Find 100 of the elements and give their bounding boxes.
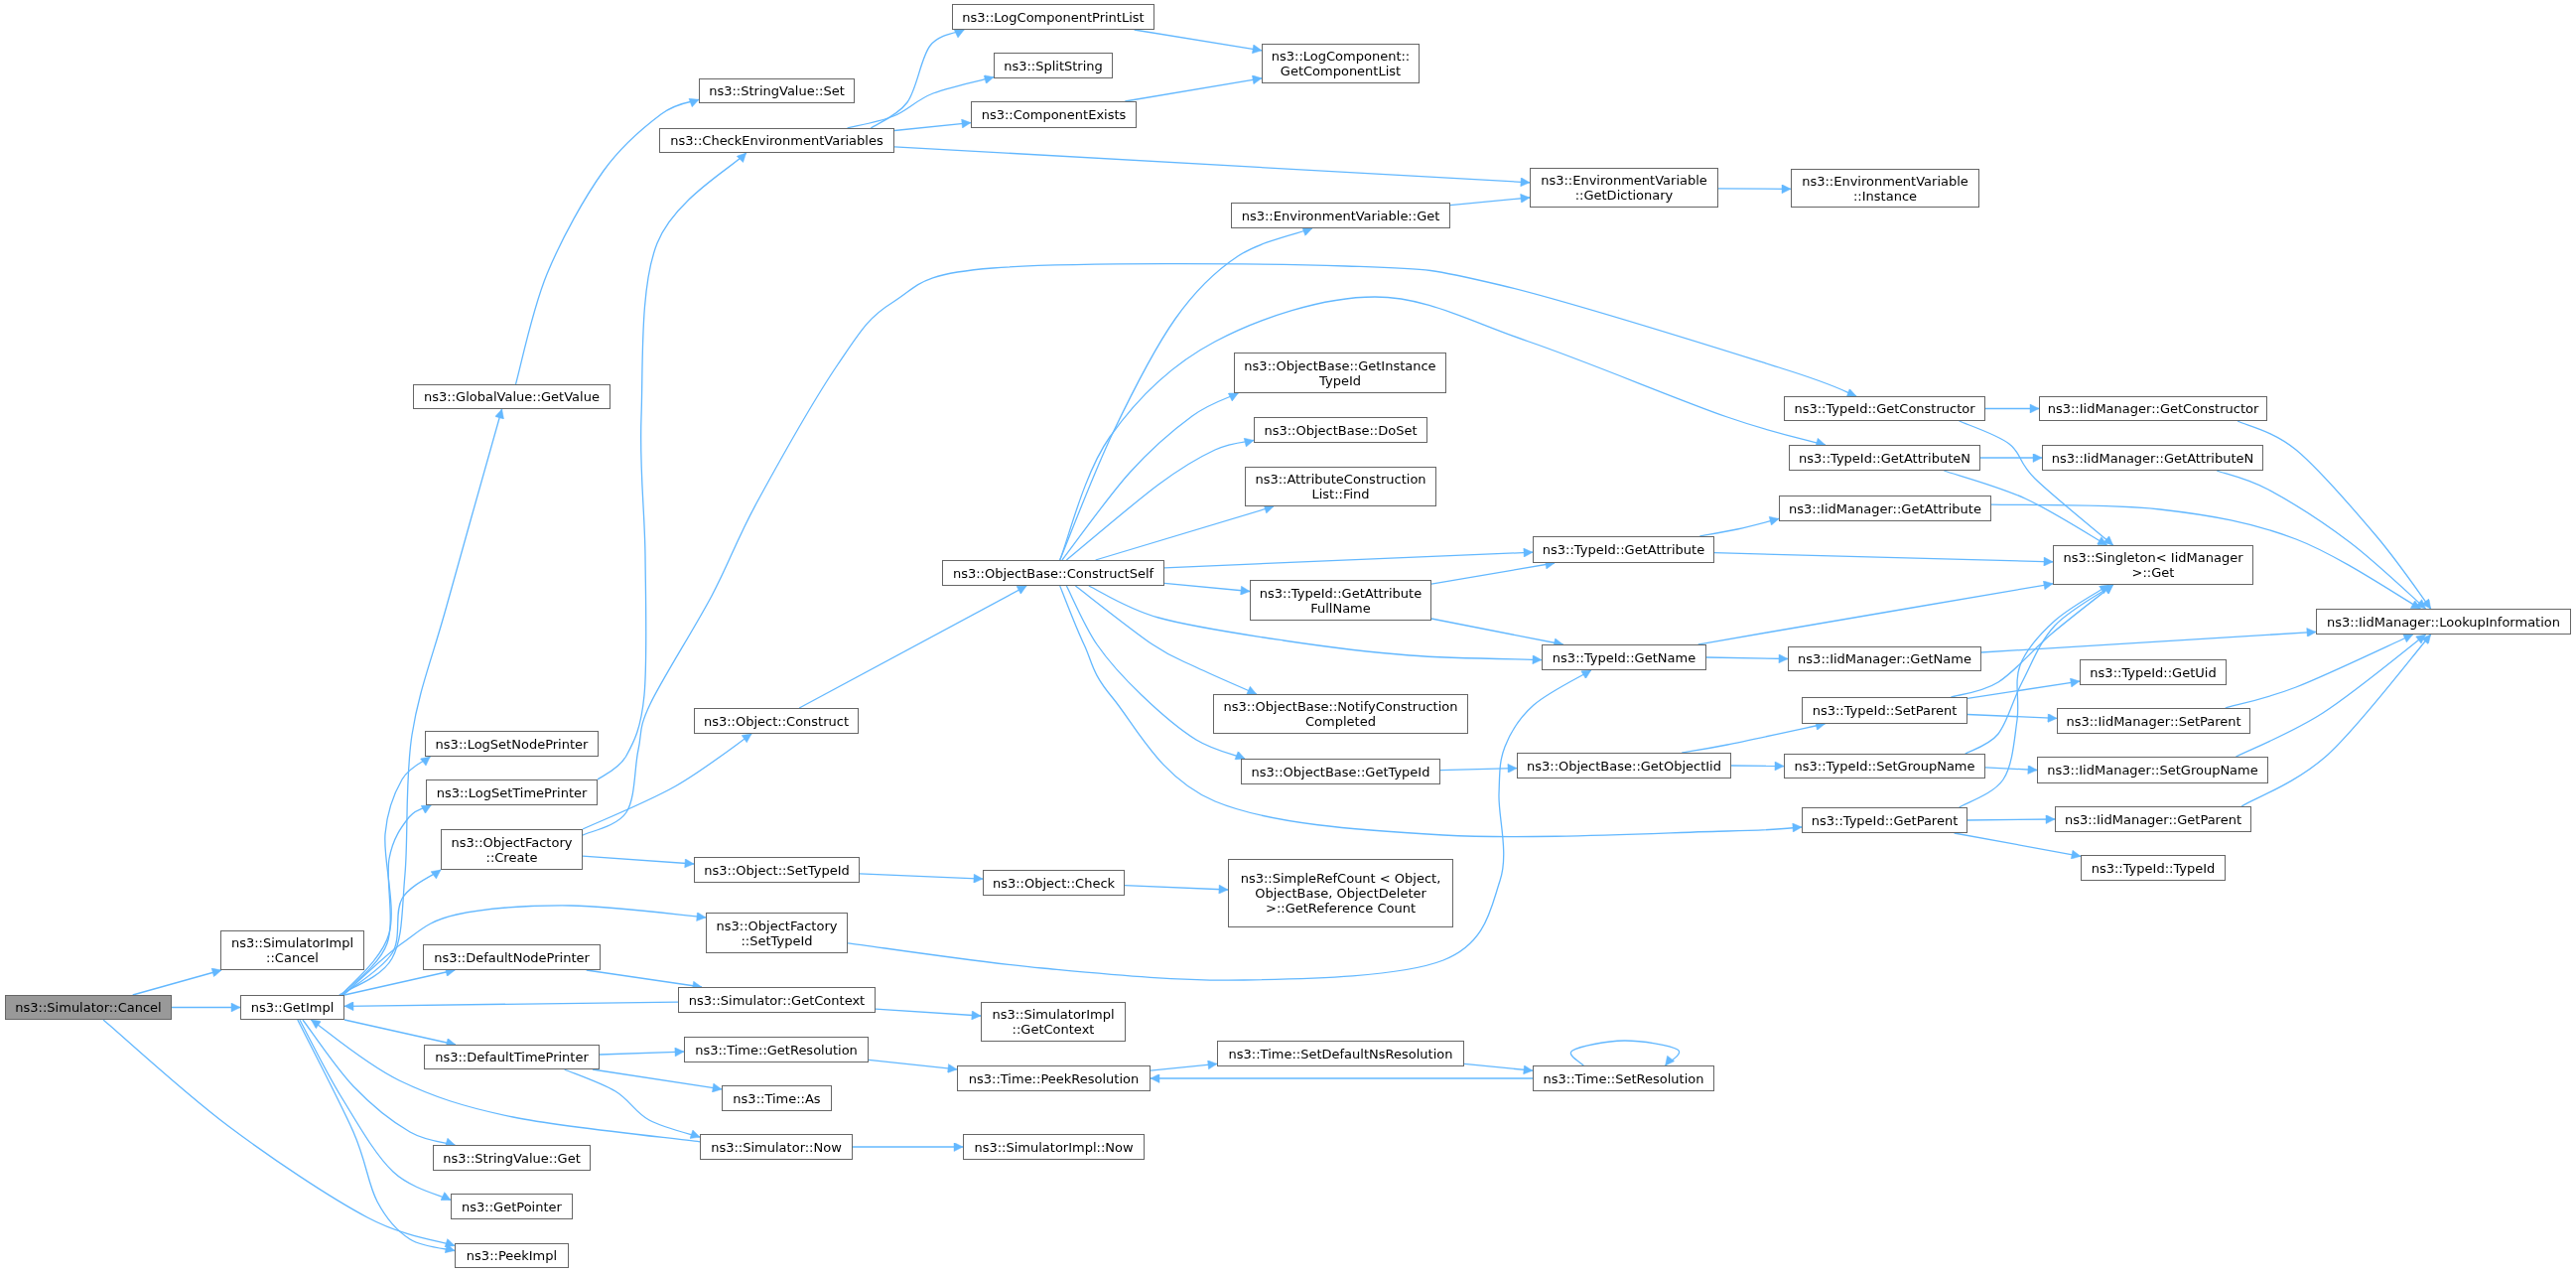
- call-arrow: [1717, 184, 1792, 194]
- function-label: ns3::SimulatorImpl ::Cancel: [229, 935, 355, 965]
- call-arrow: [1439, 764, 1518, 774]
- function-box: [1250, 580, 1431, 621]
- function-label: ns3::ObjectBase::NotifyConstruction Completed: [1222, 699, 1459, 729]
- function-label: ns3::CheckEnvironmentVariables: [670, 133, 883, 148]
- function-label: ns3::LogComponentPrintList: [962, 9, 1145, 25]
- function-box: [455, 1243, 569, 1268]
- call-arrow: [893, 146, 1531, 187]
- function-box: [942, 560, 1164, 586]
- function-box: [983, 870, 1125, 896]
- call-arrow: [1150, 1073, 1534, 1083]
- call-arrow: [1705, 653, 1789, 664]
- call-arrow: [299, 1019, 452, 1202]
- function-label: ns3::StringValue::Set: [709, 83, 845, 98]
- function-label: ns3::IidManager::GetParent: [2064, 811, 2241, 827]
- function-label: ns3::TypeId::SetParent: [1812, 703, 1958, 718]
- function-label: ns3::EnvironmentVariable ::GetDictionary: [1540, 173, 1708, 203]
- function-box: [994, 53, 1113, 78]
- function-label: ns3::ObjectBase::GetInstance TypeId: [1243, 357, 1437, 388]
- call-arrow: [847, 669, 1592, 981]
- function-label: ns3::Object::Check: [992, 875, 1116, 891]
- function-box: [1228, 859, 1453, 927]
- function-label: ns3::Simulator::Cancel: [15, 1000, 162, 1015]
- function-label: ns3::TypeId::GetConstructor: [1794, 401, 1975, 416]
- function-box: [1245, 467, 1436, 506]
- function-box: [1788, 646, 1981, 671]
- call-arrow: [310, 1019, 701, 1143]
- call-arrow: [343, 1001, 679, 1011]
- call-arrow: [875, 1008, 982, 1021]
- call-arrow: [1984, 765, 2038, 775]
- call-arrow: [1059, 585, 1803, 838]
- call-arrow: [1953, 832, 2082, 860]
- call-arrow: [342, 905, 707, 996]
- function-label: ns3::SimulatorImpl::Now: [974, 1139, 1134, 1155]
- function-box: [451, 1194, 573, 1219]
- function-box: [1254, 417, 1427, 443]
- function-box: [1533, 536, 1714, 563]
- call-arrow: [582, 263, 1857, 836]
- function-label: ns3::ObjectBase::DoSet: [1264, 422, 1418, 438]
- function-box: [700, 1134, 853, 1160]
- function-label: ns3::Time::SetDefaultNsResolution: [1228, 1046, 1453, 1062]
- call-arrow: [1065, 437, 1255, 561]
- call-arrow: [1163, 582, 1251, 596]
- call-arrow: [893, 118, 972, 132]
- function-label: ns3::IidManager::SetParent: [2066, 713, 2241, 729]
- call-arrow: [1061, 392, 1239, 561]
- function-label: ns3::EnvironmentVariable ::Instance: [1801, 173, 1969, 204]
- call-arrow: [1698, 516, 1780, 537]
- call-arrow: [1124, 884, 1229, 895]
- function-label: ns3::IidManager::LookupInformation: [2326, 614, 2561, 630]
- function-box: [2080, 659, 2227, 685]
- call-arrow: [846, 74, 995, 129]
- function-label: ns3::GlobalValue::GetValue: [424, 389, 600, 404]
- function-label: ns3::TypeId::GetAttribute: [1542, 542, 1705, 557]
- function-box: [1784, 754, 1985, 779]
- function-label: ns3::PeekImpl: [466, 1248, 558, 1263]
- call-arrow: [1074, 585, 1258, 695]
- function-box: [981, 1002, 1126, 1042]
- function-box: [1231, 203, 1450, 228]
- function-box: [1262, 44, 1420, 83]
- function-label: ns3::Object::Construct: [703, 713, 850, 729]
- function-label: ns3::AttributeConstruction List::Find: [1254, 472, 1427, 501]
- call-arrow: [132, 967, 222, 996]
- call-arrow: [859, 873, 984, 884]
- call-arrow: [1088, 585, 1543, 665]
- function-label: ns3::SimpleRefCount < Object, ObjectBase, ObjectDeleter >::GetReference Count: [1239, 871, 1442, 916]
- call-arrow: [1965, 584, 2114, 755]
- function-label: ns3::Simulator::GetContext: [688, 992, 866, 1008]
- function-label: ns3::Simulator::Now: [711, 1139, 842, 1155]
- function-label: ns3::Time::PeekResolution: [968, 1070, 1140, 1086]
- function-label: ns3::ObjectFactory ::Create: [450, 834, 574, 865]
- function-label: ns3::Time::GetResolution: [695, 1042, 858, 1058]
- call-arrow: [2216, 470, 2427, 610]
- function-box: [1213, 694, 1468, 734]
- function-box: [694, 857, 860, 883]
- call-arrow: [1463, 1062, 1534, 1074]
- call-arrow: [2237, 420, 2432, 610]
- function-box: [423, 944, 601, 970]
- function-label: ns3::Time::SetResolution: [1543, 1070, 1704, 1086]
- call-arrow: [1979, 453, 2043, 463]
- function-label: ns3::ObjectFactory ::SetTypeId: [715, 918, 839, 948]
- call-arrow: [597, 152, 747, 780]
- function-label: ns3::EnvironmentVariable::Get: [1241, 208, 1440, 223]
- function-box: [699, 78, 855, 103]
- function-box: [240, 995, 344, 1020]
- function-label: ns3::SimulatorImpl ::GetContext: [991, 1007, 1116, 1037]
- call-arrow: [592, 1068, 723, 1093]
- call-arrow: [1150, 1060, 1218, 1071]
- function-label: ns3::StringValue::Get: [443, 1150, 581, 1166]
- function-label: ns3::SplitString: [1004, 58, 1103, 73]
- function-box: [441, 829, 583, 870]
- function-label: ns3::IidManager::SetGroupName: [2047, 763, 2258, 778]
- function-box: [2053, 545, 2253, 585]
- function-box: [1784, 396, 1985, 421]
- function-box: [1217, 1041, 1464, 1066]
- function-box: [1530, 168, 1718, 208]
- function-label: ns3::Object::SetTypeId: [704, 862, 850, 878]
- call-arrow: [563, 1068, 701, 1139]
- function-label: ns3::IidManager::GetConstructor: [2047, 401, 2259, 416]
